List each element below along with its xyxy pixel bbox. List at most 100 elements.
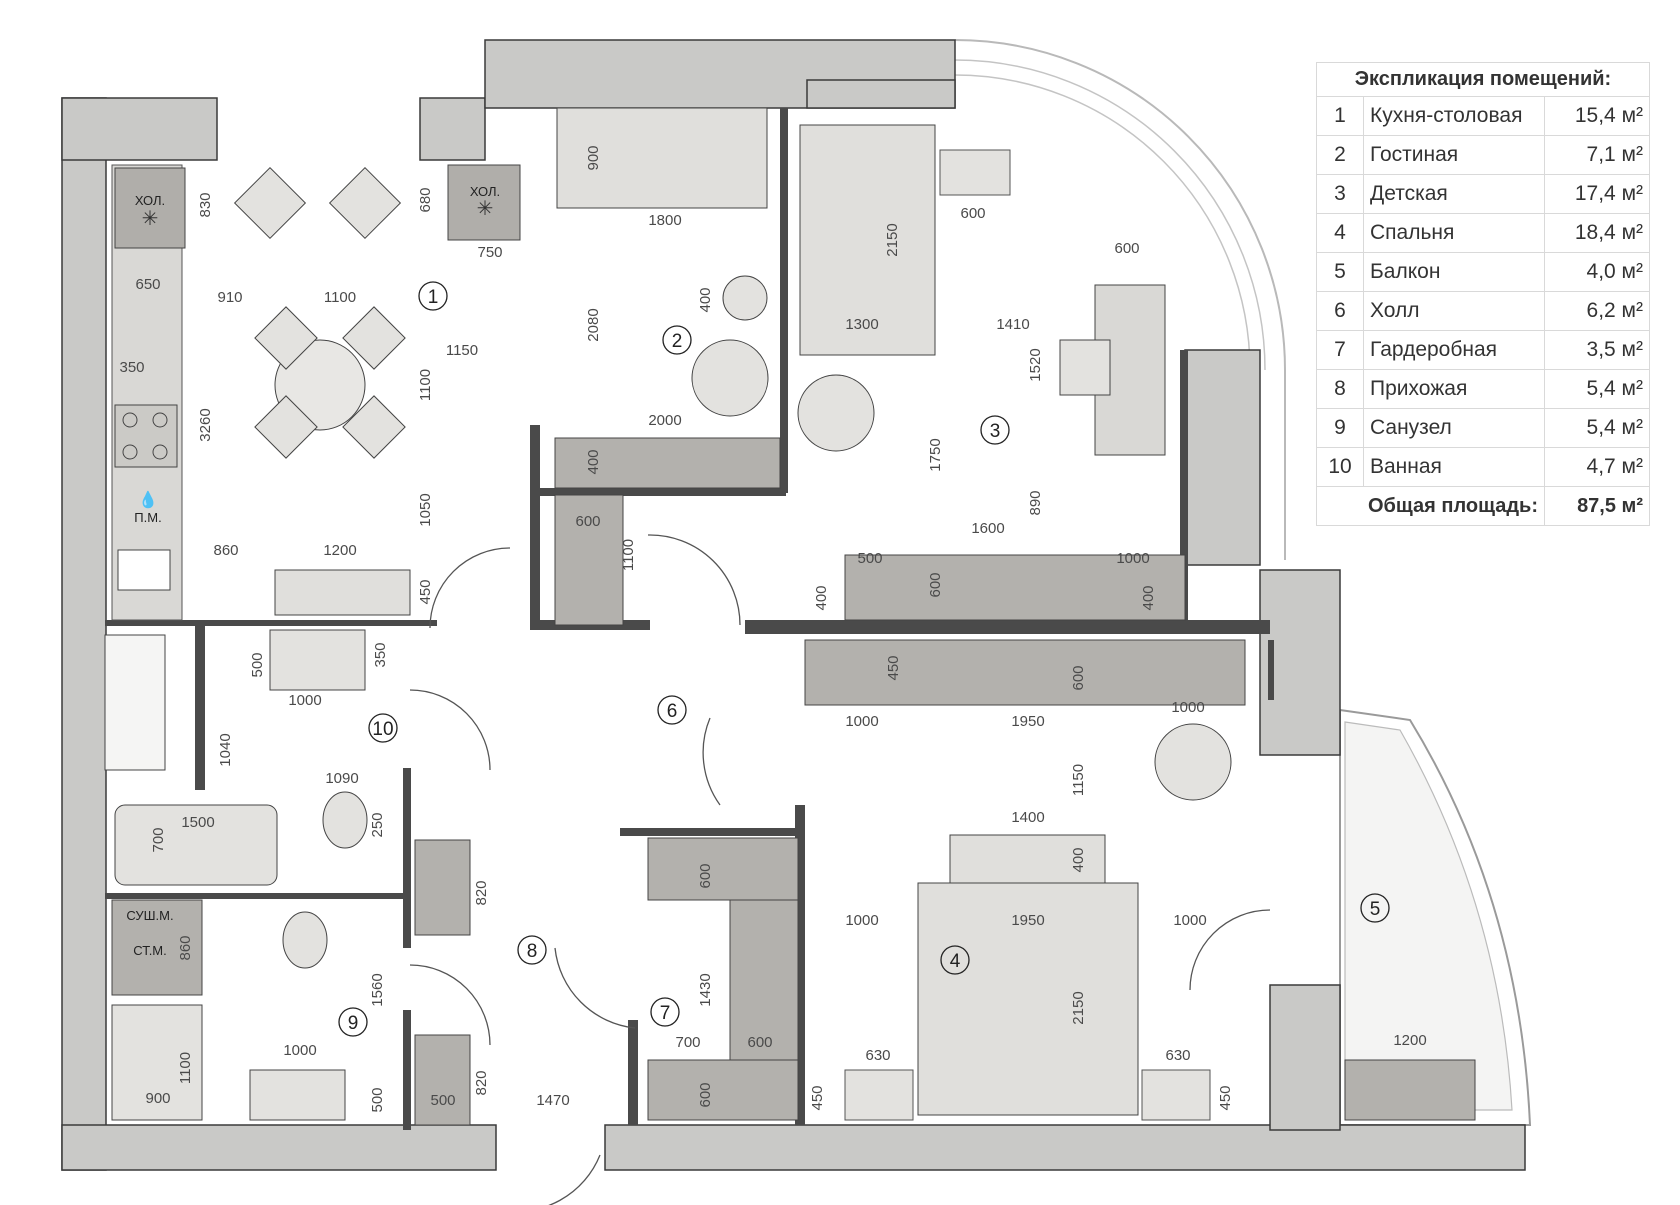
storage-room-2 (554, 437, 781, 489)
dimension-label: 830 (197, 192, 214, 217)
dimension-label: 600 (927, 572, 944, 597)
dimension-label: 1150 (446, 342, 478, 359)
dimension-label: 1300 (845, 316, 878, 333)
wardrobe-hall (554, 494, 624, 626)
wardrobe-room-4 (804, 639, 1246, 706)
shoe-cabinet (414, 1034, 471, 1126)
dimension-label: 500 (857, 550, 882, 567)
dimension-label: 1950 (1011, 912, 1044, 929)
dimension-label: 500 (249, 652, 266, 677)
washer-dryer (111, 899, 203, 996)
room-number: 4 (950, 951, 961, 972)
burner-icon (122, 444, 138, 460)
washbasin (249, 1069, 346, 1121)
room-number: 2 (672, 331, 683, 352)
total-area-value: 87,5 м² (1544, 486, 1650, 526)
shelf-unit (104, 634, 166, 771)
dimension-label: 700 (675, 1034, 700, 1051)
kitchen-sink (117, 549, 171, 591)
dimension-label: 250 (369, 812, 386, 837)
room-markers (338, 281, 1390, 1037)
dimension-label: 1090 (325, 770, 358, 787)
dining-chairs (233, 166, 406, 459)
dimension-label: 1950 (1011, 713, 1044, 730)
wardrobe-room-3 (844, 554, 1186, 621)
dimension-label: 350 (119, 359, 144, 376)
room-number: 7 (660, 1003, 671, 1024)
dimension-label: 600 (697, 1082, 714, 1107)
dryer-label: СУШ.М. (126, 908, 173, 923)
dimension-label: 1750 (927, 438, 944, 471)
room-area-cell: 3,5 м² (1544, 330, 1650, 370)
dimension-label: 400 (1070, 847, 1087, 872)
dimension-label: 600 (960, 205, 985, 222)
dimension-label: 860 (177, 935, 194, 960)
dimension-label: 1520 (1027, 348, 1044, 381)
walls (61, 39, 1526, 1171)
balcony-arc-inner2 (954, 74, 1251, 371)
total-area-label: Общая площадь: (1316, 486, 1545, 526)
dimension-label: 600 (747, 1034, 772, 1051)
room-name-cell: Балкон (1363, 252, 1545, 292)
toilet (322, 791, 368, 849)
room-number-cell: 7 (1316, 330, 1364, 370)
room-number: 8 (527, 941, 538, 962)
snowflake-icon: ✳ (142, 208, 159, 230)
room-name-cell: Гардеробная (1363, 330, 1545, 370)
dimension-label: 1000 (288, 692, 321, 709)
nightstand (844, 1069, 914, 1121)
dimension-label: 820 (473, 1070, 490, 1095)
dimension-label: 2150 (884, 223, 901, 256)
dimension-label: 1040 (217, 733, 234, 766)
room-area-cell: 7,1 м² (1544, 135, 1650, 175)
dimension-label: 1150 (1070, 764, 1087, 796)
dimension-label: 450 (1217, 1085, 1234, 1110)
bathtub (114, 804, 278, 886)
toilet (282, 911, 328, 969)
dimension-label: 400 (1140, 585, 1157, 610)
dimension-label: 1000 (1171, 699, 1204, 716)
dishwasher-label: П.М. (134, 510, 161, 525)
room-number-cell: 2 (1316, 135, 1364, 175)
room-name-cell: Спальня (1363, 213, 1545, 253)
balcony-arc-outer (954, 39, 1286, 371)
dimension-label: 600 (1114, 240, 1139, 257)
pouf (1154, 723, 1232, 801)
closet-shelf-bottom (647, 1059, 799, 1121)
room-name-cell: Прихожая (1363, 369, 1545, 409)
drop-icon: 💧 (138, 490, 158, 509)
dimension-label: 900 (145, 1090, 170, 1107)
internal-walls (105, 108, 1274, 1130)
room-area-cell: 4,0 м² (1544, 252, 1650, 292)
room-area-cell: 5,4 м² (1544, 408, 1650, 448)
dimension-label: 900 (585, 145, 602, 170)
room-number: 3 (990, 421, 1001, 442)
doors (409, 534, 1271, 1205)
desk-chair (1059, 339, 1111, 396)
room-number: 9 (348, 1013, 359, 1034)
dimension-label: 820 (473, 880, 490, 905)
room-number-cell: 3 (1316, 174, 1364, 214)
room-name-cell: Холл (1363, 291, 1545, 331)
room-name-cell: Кухня-столовая (1363, 96, 1545, 136)
dimension-label: 400 (697, 287, 714, 312)
dimension-label: 1470 (536, 1092, 569, 1109)
dimension-label: 600 (697, 863, 714, 888)
snowflake-icon: ✳ (477, 198, 494, 220)
room-name-cell: Гостиная (1363, 135, 1545, 175)
dimension-label: 1000 (845, 912, 878, 929)
dimension-label: 630 (1165, 1047, 1190, 1064)
room-number-cell: 1 (1316, 96, 1364, 136)
dimension-label: 1500 (181, 814, 214, 831)
room-area-cell: 15,4 м² (1544, 96, 1650, 136)
room-area-cell: 4,7 м² (1544, 447, 1650, 487)
burner-icon (152, 444, 168, 460)
room-area-cell: 18,4 м² (1544, 213, 1650, 253)
